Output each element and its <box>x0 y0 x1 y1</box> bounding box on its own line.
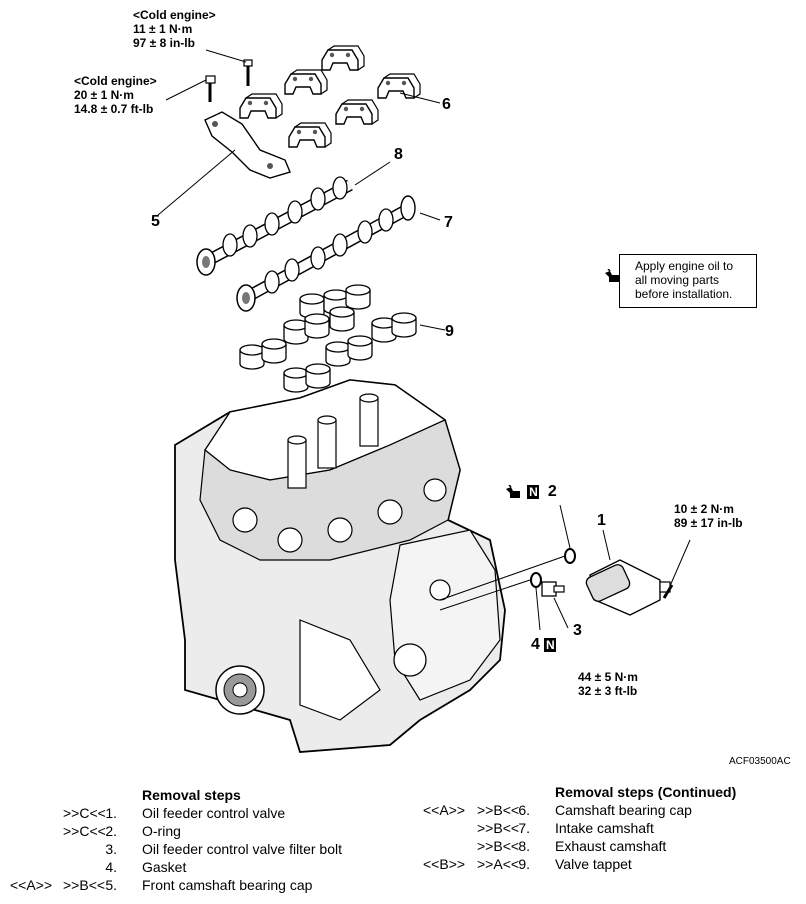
intake-camshaft <box>236 195 416 312</box>
oil-feeder-control-valve <box>585 559 671 616</box>
step-number: 1. <box>105 805 117 821</box>
callout-2-group: N 2 <box>505 483 557 501</box>
step-label: Intake camshaft <box>555 820 654 836</box>
torque-left-metric: 20 ± 1 N·m <box>74 88 134 102</box>
exhaust-camshaft <box>196 176 353 276</box>
oil-note-line: Apply engine oil to <box>635 259 734 273</box>
step-number: 8. <box>518 838 530 854</box>
engine-block <box>174 379 506 753</box>
camshaft-bearing-caps <box>239 45 421 148</box>
step-mark-left: >>B<< <box>63 877 106 893</box>
oil-note-text: Apply engine oil to all moving parts bef… <box>635 259 757 301</box>
torque-valve-metric: 10 ± 2 N·m <box>674 502 734 516</box>
removal-right-title: Removal steps (Continued) <box>555 784 737 800</box>
step-label: Front camshaft bearing cap <box>142 877 313 893</box>
callout-1: 1 <box>597 512 606 529</box>
torque-top-condition: <Cold engine> <box>133 8 216 22</box>
cap-bolts <box>205 59 253 102</box>
step-mark-right: >>B<< <box>477 802 520 818</box>
torque-left-imperial: 14.8 ± 0.7 ft-lb <box>74 102 154 116</box>
step-mark-left: <<A>> <box>10 877 53 893</box>
removal-left-title: Removal steps <box>142 787 241 803</box>
callout-2: 2 <box>547 483 557 500</box>
leader-lines <box>157 49 691 631</box>
callout-7: 7 <box>444 214 453 231</box>
step-mark-right: >>B<< <box>477 838 520 854</box>
torque-top-metric: 11 ± 1 N·m <box>133 22 193 36</box>
step-number: 5. <box>105 877 117 893</box>
step-mark-right: <<B>> <box>423 856 466 872</box>
callout-4: 4 <box>531 636 540 653</box>
step-label: Valve tappet <box>555 856 632 872</box>
removal-steps: Removal steps Removal steps (Continued) … <box>0 784 806 904</box>
step-mark-right: <<A>> <box>423 802 466 818</box>
callout-6: 6 <box>442 96 451 113</box>
oil-can-icon <box>506 484 520 498</box>
torque-left-condition: <Cold engine> <box>74 74 157 88</box>
callout-8: 8 <box>394 146 403 163</box>
front-camshaft-bearing-cap <box>204 111 291 179</box>
callout-4-group: 4 N <box>531 636 557 654</box>
gasket <box>530 572 542 588</box>
step-number: 6. <box>518 802 530 818</box>
new-part-mark-icon: N <box>544 637 557 652</box>
callout-3: 3 <box>573 622 582 639</box>
step-mark-left: >>C<< <box>63 805 106 821</box>
figure-code: ACF03500AC <box>729 756 791 767</box>
valve-tappets <box>239 284 417 393</box>
oil-note-box: Apply engine oil to all moving parts bef… <box>605 254 757 308</box>
step-mark-right: >>A<< <box>477 856 520 872</box>
step-number: 4. <box>105 859 117 875</box>
step-number: 9. <box>518 856 530 872</box>
torque-left: <Cold engine> 20 ± 1 N·m 14.8 ± 0.7 ft-l… <box>74 74 157 116</box>
filter-bolt <box>541 581 565 597</box>
step-label: Gasket <box>142 859 187 875</box>
step-label: O-ring <box>142 823 181 839</box>
step-label: Oil feeder control valve <box>142 805 286 821</box>
oil-can-icon <box>605 269 619 282</box>
torque-top-imperial: 97 ± 8 in-lb <box>133 36 195 50</box>
step-label: Camshaft bearing cap <box>555 802 692 818</box>
step-number: 2. <box>105 823 117 839</box>
callout-5: 5 <box>151 213 160 230</box>
torque-bolt-imperial: 32 ± 3 ft-lb <box>578 684 638 698</box>
torque-bolt-metric: 44 ± 5 N·m <box>578 670 638 684</box>
step-mark-left: >>C<< <box>63 823 106 839</box>
valve-bolt <box>662 584 674 599</box>
step-number: 7. <box>518 820 530 836</box>
step-number: 3. <box>105 841 117 857</box>
new-part-mark-icon: N <box>527 484 540 499</box>
torque-bolt: 44 ± 5 N·m 32 ± 3 ft-lb <box>578 670 638 698</box>
step-mark-right: >>B<< <box>477 820 520 836</box>
callout-9: 9 <box>445 323 454 340</box>
o-ring <box>564 548 576 564</box>
torque-valve: 10 ± 2 N·m 89 ± 17 in-lb <box>674 502 743 530</box>
oil-note-line: before installation. <box>635 287 733 301</box>
torque-top: <Cold engine> 11 ± 1 N·m 97 ± 8 in-lb <box>133 8 216 50</box>
torque-valve-imperial: 89 ± 17 in-lb <box>674 516 743 530</box>
oil-note-line: all moving parts <box>635 273 720 287</box>
step-label: Exhaust camshaft <box>555 838 667 854</box>
step-label: Oil feeder control valve filter bolt <box>142 841 342 857</box>
